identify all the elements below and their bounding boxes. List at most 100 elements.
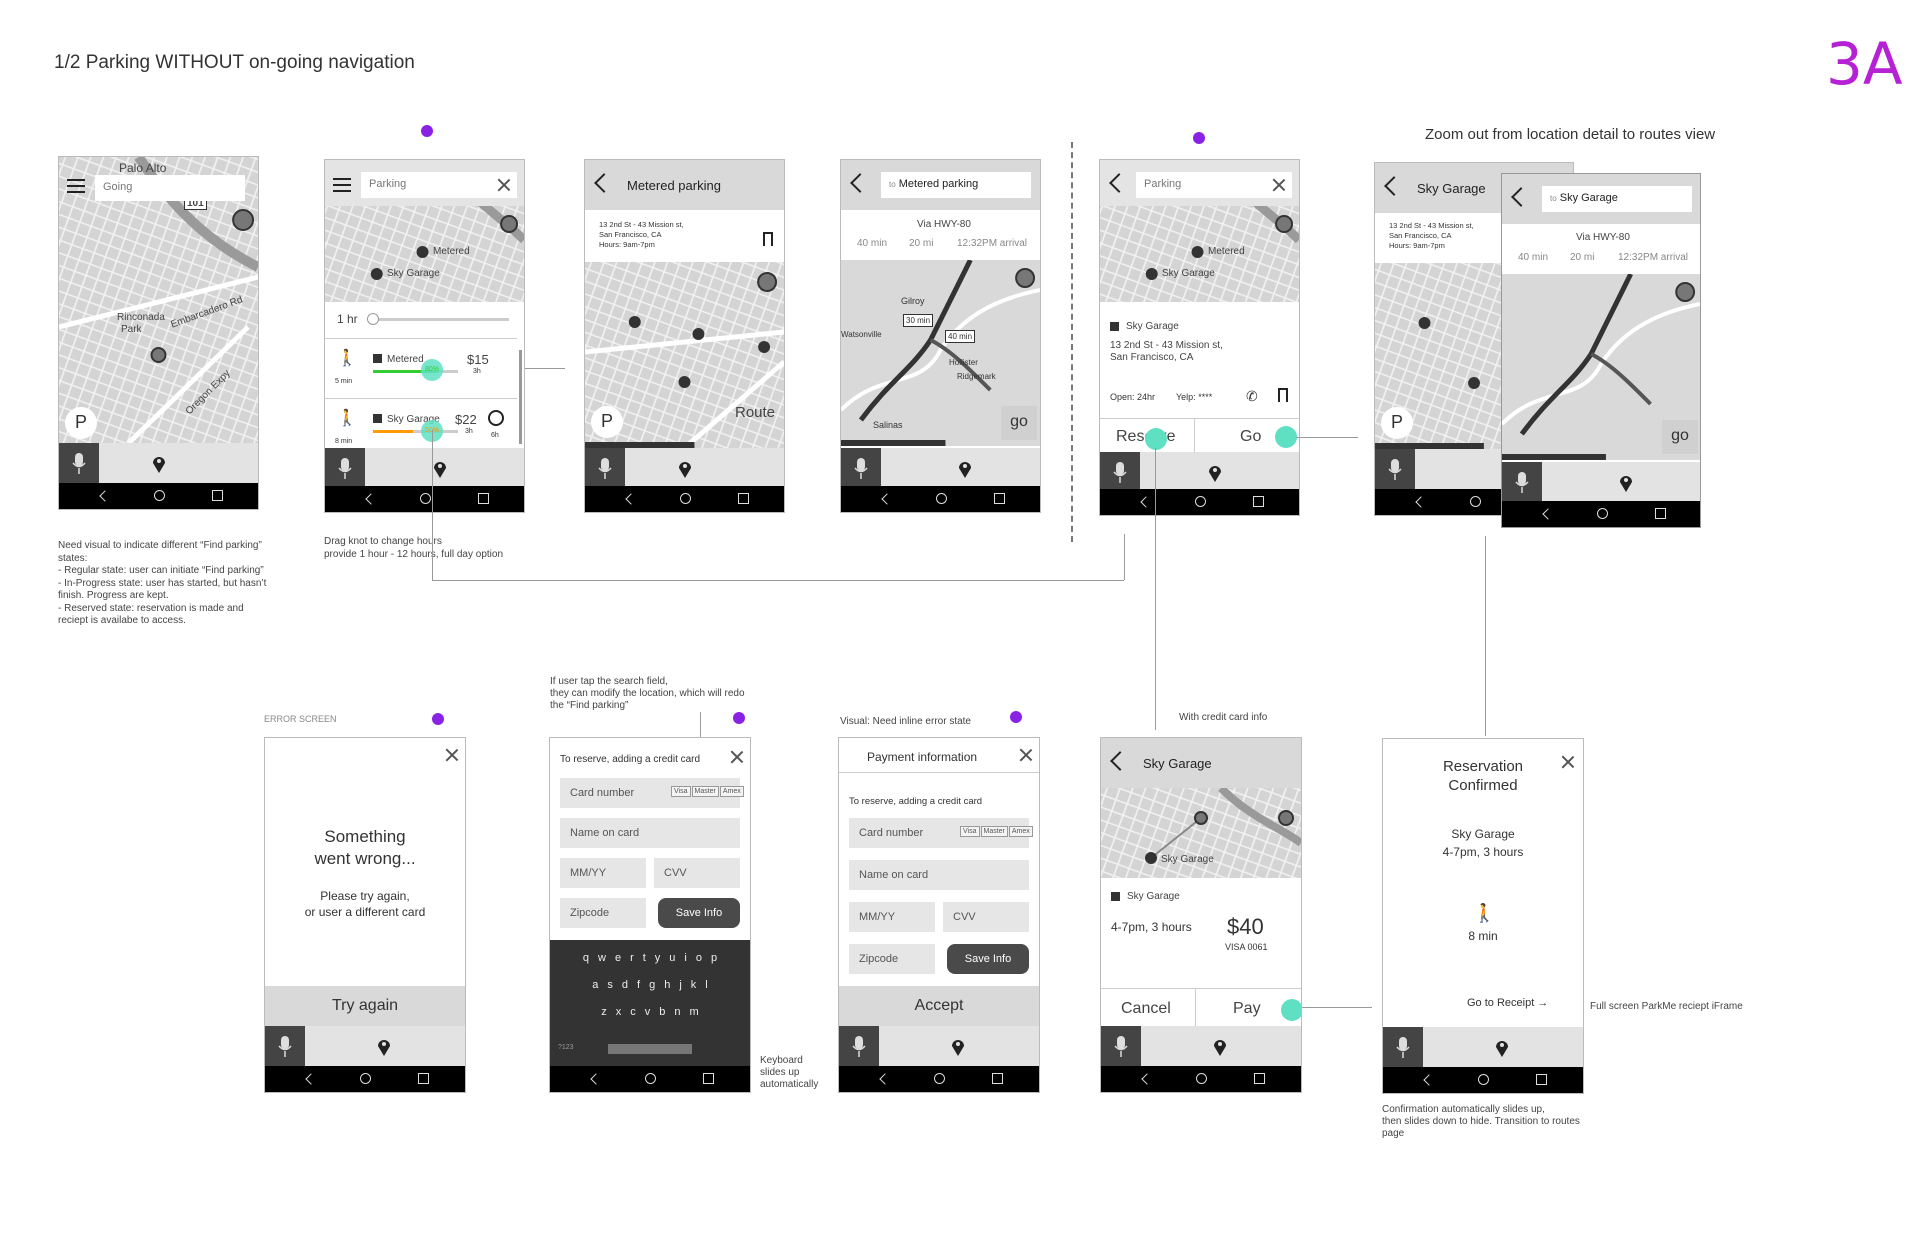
- mic-button[interactable]: [1383, 1027, 1423, 1069]
- back-nav-icon[interactable]: [1415, 496, 1427, 508]
- expiry-field[interactable]: MM/YY: [849, 902, 935, 932]
- home-nav-icon[interactable]: [1195, 496, 1206, 507]
- mic-button[interactable]: [1375, 449, 1415, 491]
- key[interactable]: c: [630, 1006, 636, 1018]
- back-nav-icon[interactable]: [99, 490, 111, 502]
- back-nav-icon[interactable]: [1140, 496, 1152, 508]
- home-nav-icon[interactable]: [1196, 1073, 1207, 1084]
- pin-icon[interactable]: [1619, 474, 1633, 492]
- recents-nav-icon[interactable]: [703, 1073, 714, 1084]
- home-nav-icon[interactable]: [936, 493, 947, 504]
- close-icon[interactable]: [497, 178, 511, 192]
- cancel-button[interactable]: Cancel: [1121, 1000, 1171, 1017]
- recents-nav-icon[interactable]: [738, 493, 749, 504]
- hours-slider[interactable]: [369, 318, 509, 321]
- cvv-field[interactable]: CVV: [654, 858, 740, 888]
- mic-button[interactable]: [585, 448, 625, 490]
- key[interactable]: t: [642, 952, 646, 964]
- back-icon[interactable]: [1110, 751, 1130, 771]
- key[interactable]: d: [621, 979, 629, 991]
- close-icon[interactable]: [1561, 755, 1575, 769]
- close-icon[interactable]: [1019, 748, 1033, 762]
- recents-nav-icon[interactable]: [992, 1073, 1003, 1084]
- name-on-card-field[interactable]: Name on card: [560, 818, 740, 848]
- accept-button[interactable]: Accept: [839, 986, 1039, 1026]
- scrollbar[interactable]: [519, 350, 522, 444]
- parking-button[interactable]: P: [65, 407, 97, 439]
- recents-nav-icon[interactable]: [1655, 508, 1666, 519]
- key[interactable]: f: [637, 979, 641, 991]
- key[interactable]: a: [592, 979, 599, 991]
- close-icon[interactable]: [445, 748, 459, 762]
- go-button[interactable]: Go: [1240, 428, 1262, 445]
- home-nav-icon[interactable]: [1478, 1074, 1489, 1085]
- key[interactable]: m: [689, 1006, 699, 1018]
- home-nav-icon[interactable]: [420, 493, 431, 504]
- key[interactable]: h: [664, 979, 671, 991]
- close-icon[interactable]: [730, 750, 744, 764]
- zipcode-field[interactable]: Zipcode: [560, 898, 646, 928]
- search-input[interactable]: Going: [95, 175, 245, 201]
- recents-nav-icon[interactable]: [478, 493, 489, 504]
- destination-input[interactable]: to Metered parking: [881, 172, 1031, 198]
- key[interactable]: p: [711, 952, 718, 964]
- recents-nav-icon[interactable]: [1254, 1073, 1265, 1084]
- key[interactable]: r: [630, 952, 634, 964]
- mic-button[interactable]: [265, 1026, 305, 1068]
- key[interactable]: q: [582, 952, 589, 964]
- pay-button[interactable]: Pay: [1233, 1000, 1261, 1017]
- key[interactable]: v: [644, 1006, 651, 1018]
- home-nav-icon[interactable]: [680, 493, 691, 504]
- go-to-receipt-link[interactable]: Go to Receipt →: [1467, 997, 1549, 1009]
- back-nav-icon[interactable]: [1542, 508, 1554, 520]
- back-nav-icon[interactable]: [305, 1073, 317, 1085]
- back-icon[interactable]: [594, 173, 614, 193]
- map-view[interactable]: Palo Alto Rinconada Park Embarcadero Rd …: [59, 157, 258, 443]
- key[interactable]: u: [669, 952, 676, 964]
- close-icon[interactable]: [1272, 178, 1286, 192]
- menu-icon[interactable]: [67, 179, 85, 193]
- home-nav-icon[interactable]: [645, 1073, 656, 1084]
- go-button[interactable]: go: [1001, 406, 1037, 440]
- symbols-key[interactable]: ?123: [558, 1044, 574, 1051]
- map-view[interactable]: Route: [585, 262, 784, 448]
- back-nav-icon[interactable]: [879, 1073, 891, 1085]
- key[interactable]: i: [684, 952, 687, 964]
- pin-icon[interactable]: [951, 1038, 965, 1056]
- key[interactable]: w: [597, 952, 606, 964]
- key[interactable]: e: [614, 952, 622, 964]
- pin-icon[interactable]: [958, 460, 972, 478]
- key[interactable]: n: [674, 1006, 681, 1018]
- back-icon[interactable]: [1384, 176, 1404, 196]
- key[interactable]: l: [705, 979, 708, 991]
- key[interactable]: k: [690, 979, 697, 991]
- destination-input[interactable]: to Sky Garage: [1542, 186, 1692, 212]
- try-again-button[interactable]: Try again: [265, 986, 465, 1026]
- recents-nav-icon[interactable]: [1253, 496, 1264, 507]
- back-nav-icon[interactable]: [1423, 1074, 1435, 1086]
- menu-icon[interactable]: [333, 178, 351, 192]
- mic-button[interactable]: [1101, 1026, 1141, 1068]
- bookmark-icon[interactable]: [763, 232, 773, 246]
- save-info-button[interactable]: Save Info: [947, 944, 1029, 974]
- space-key[interactable]: [608, 1044, 692, 1054]
- back-nav-icon[interactable]: [1141, 1073, 1153, 1085]
- recents-nav-icon[interactable]: [418, 1073, 429, 1084]
- search-input[interactable]: Parking: [1136, 172, 1292, 198]
- pin-icon[interactable]: [377, 1038, 391, 1056]
- bookmark-icon[interactable]: [1278, 388, 1288, 402]
- key[interactable]: s: [607, 979, 613, 991]
- cvv-field[interactable]: CVV: [943, 902, 1029, 932]
- key[interactable]: y: [654, 952, 661, 964]
- parking-button[interactable]: P: [591, 406, 623, 438]
- home-nav-icon[interactable]: [154, 490, 165, 501]
- list-item[interactable]: 🚶 8 min Sky Garage $22 3h 6h 50%: [325, 404, 517, 454]
- key[interactable]: z: [601, 1006, 607, 1018]
- map-view[interactable]: Sky Garage: [1101, 788, 1301, 878]
- key[interactable]: x: [615, 1006, 622, 1018]
- slider-knob[interactable]: [367, 313, 379, 325]
- recents-nav-icon[interactable]: [212, 490, 223, 501]
- mic-button[interactable]: [1502, 462, 1542, 504]
- home-nav-icon[interactable]: [934, 1073, 945, 1084]
